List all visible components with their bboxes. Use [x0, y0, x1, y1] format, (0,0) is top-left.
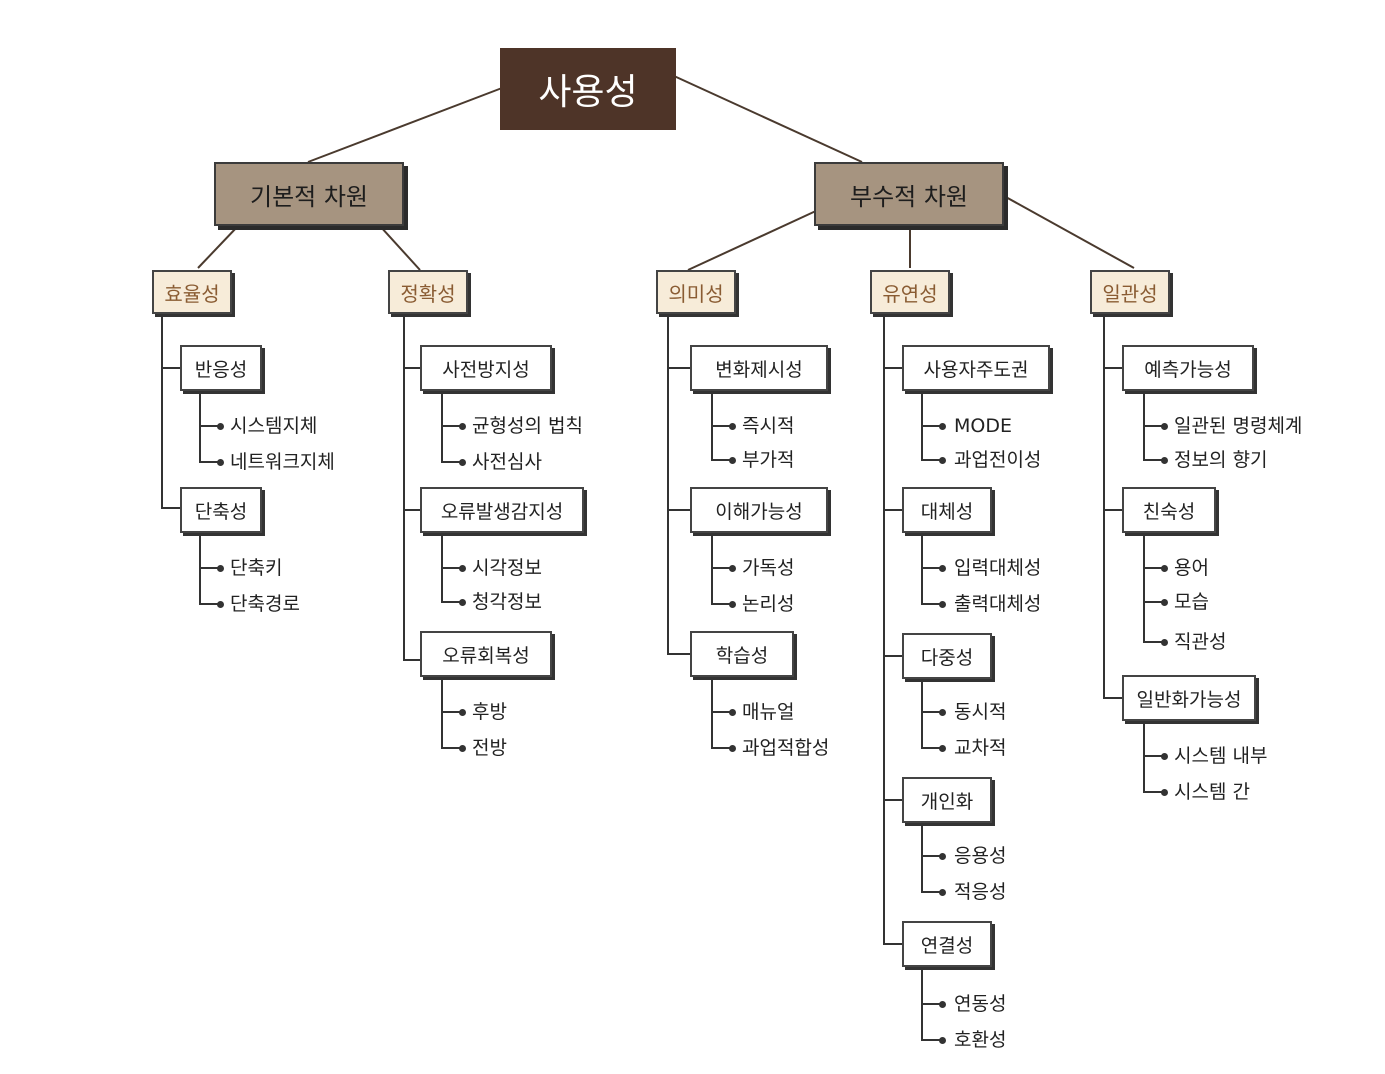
leaf-network-delay: 네트워크지체: [230, 451, 335, 473]
leaf-adaptability: 적응성: [954, 881, 1007, 903]
leaf-bullet: [459, 423, 466, 430]
leaf-logic: 논리성: [742, 593, 795, 615]
leaf-bullet: [939, 423, 946, 430]
leaf-bullet: [217, 565, 224, 572]
leaf-bullet: [217, 423, 224, 430]
leaf-appearance: 모습: [1174, 591, 1209, 613]
leaf-bullet: [729, 565, 736, 572]
leaf-compatibility: 호환성: [954, 1029, 1007, 1051]
category-consistency: 일관성: [1090, 270, 1170, 314]
sub-familiarity: 친숙성: [1122, 487, 1216, 533]
leaf-readability: 가독성: [742, 557, 795, 579]
leaf-pre-screening: 사전심사: [472, 451, 542, 473]
leaf-bullet: [217, 459, 224, 466]
leaf-bullet: [939, 853, 946, 860]
leaf-bullet: [1161, 599, 1168, 606]
category-meaningfulness: 의미성: [656, 270, 736, 314]
sub-learnability: 학습성: [690, 631, 794, 677]
leaf-bullet: [939, 889, 946, 896]
leaf-bullet: [939, 709, 946, 716]
leaf-backward: 후방: [472, 701, 507, 723]
root-node: 사용성: [500, 48, 676, 130]
leaf-auditory-info: 청각정보: [472, 591, 542, 613]
sub-error-detection: 오류발생감지성: [420, 487, 584, 533]
sub-connectivity: 연결성: [902, 921, 992, 967]
leaf-mode: MODE: [954, 415, 1012, 437]
category-flexibility: 유연성: [870, 270, 950, 314]
leaf-additional: 부가적: [742, 449, 795, 471]
leaf-bullet: [459, 745, 466, 752]
leaf-bullet: [1161, 423, 1168, 430]
leaf-system-delay: 시스템지체: [230, 415, 318, 437]
leaf-terminology: 용어: [1174, 557, 1209, 579]
leaf-immediate: 즉시적: [742, 415, 795, 437]
leaf-bullet: [217, 601, 224, 608]
sub-prevention: 사전방지성: [420, 345, 552, 391]
leaf-information-scent: 정보의 향기: [1174, 449, 1268, 471]
leaf-bullet: [459, 599, 466, 606]
leaf-bullet: [459, 459, 466, 466]
leaf-shortcut-path: 단축경로: [230, 593, 300, 615]
sub-personalization: 개인화: [902, 777, 992, 823]
category-accuracy: 정확성: [388, 270, 468, 314]
leaf-cross: 교차적: [954, 737, 1007, 759]
leaf-bullet: [1161, 565, 1168, 572]
leaf-applicability: 응용성: [954, 845, 1007, 867]
sub-responsiveness: 반응성: [180, 345, 262, 391]
leaf-bullet: [939, 1037, 946, 1044]
leaf-intuitiveness: 직관성: [1174, 631, 1227, 653]
category-efficiency: 효율성: [152, 270, 232, 314]
leaf-visual-info: 시각정보: [472, 557, 542, 579]
sub-generalizability: 일반화가능성: [1122, 675, 1256, 721]
leaf-bullet: [729, 423, 736, 430]
leaf-bullet: [1161, 789, 1168, 796]
leaf-bullet: [459, 565, 466, 572]
leaf-bullet: [729, 457, 736, 464]
sub-change-presentation: 변화제시성: [690, 345, 828, 391]
sub-substitutability: 대체성: [902, 487, 992, 533]
leaf-forward: 전방: [472, 737, 507, 759]
sub-shortcut: 단축성: [180, 487, 262, 533]
leaf-bullet: [939, 745, 946, 752]
leaf-bullet: [1161, 457, 1168, 464]
leaf-between-systems: 시스템 간: [1174, 781, 1250, 803]
leaf-consistent-commands: 일관된 명령체계: [1174, 415, 1303, 437]
leaf-input-substitution: 입력대체성: [954, 557, 1042, 579]
sub-understandability: 이해가능성: [690, 487, 828, 533]
leaf-interlinking: 연동성: [954, 993, 1007, 1015]
leaf-bullet: [459, 709, 466, 716]
sub-user-control: 사용자주도권: [902, 345, 1050, 391]
leaf-bullet: [1161, 753, 1168, 760]
leaf-bullet: [729, 745, 736, 752]
leaf-bullet: [939, 565, 946, 572]
leaf-simultaneous: 동시적: [954, 701, 1007, 723]
leaf-task-fit: 과업적합성: [742, 737, 830, 759]
leaf-manual: 매뉴얼: [742, 701, 795, 723]
leaf-bullet: [1161, 639, 1168, 646]
sub-predictability: 예측가능성: [1122, 345, 1254, 391]
dimension-basic: 기본적 차원: [214, 162, 404, 226]
leaf-bullet: [939, 601, 946, 608]
leaf-shortcut-key: 단축키: [230, 557, 283, 579]
leaf-bullet: [729, 601, 736, 608]
sub-multiplicity: 다중성: [902, 633, 992, 679]
leaf-bullet: [939, 457, 946, 464]
leaf-bullet: [939, 1001, 946, 1008]
leaf-output-substitution: 출력대체성: [954, 593, 1042, 615]
dimension-supplementary: 부수적 차원: [814, 162, 1004, 226]
sub-error-recovery: 오류회복성: [420, 631, 552, 677]
leaf-bullet: [729, 709, 736, 716]
leaf-within-system: 시스템 내부: [1174, 745, 1268, 767]
leaf-balance-law: 균형성의 법칙: [472, 415, 583, 437]
leaf-task-transfer: 과업전이성: [954, 449, 1042, 471]
